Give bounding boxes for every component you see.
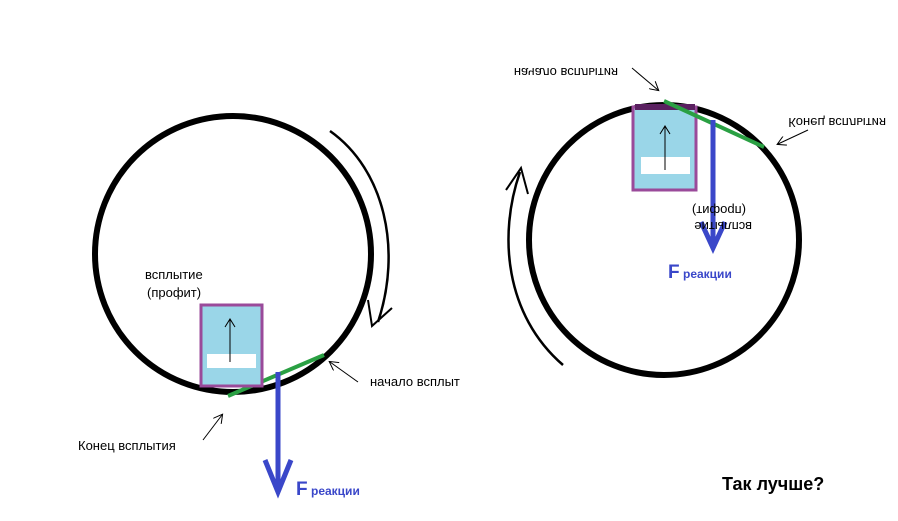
left-float-box-window	[207, 354, 256, 368]
right-label-end-mirrored: Конец всплытия	[788, 115, 886, 130]
right-box-up-arrowhead	[659, 125, 671, 135]
question-text: Так лучше?	[722, 474, 824, 494]
left-force-subscript: реакции	[311, 484, 360, 498]
right-rotation-arrowhead	[505, 165, 529, 195]
right-label-surfacing-2: (профит)	[692, 203, 746, 218]
right-label-start-mirrored: начало всплытия	[514, 65, 618, 80]
right-force-subscript: реакции	[683, 267, 732, 281]
right-force-arrowhead	[698, 220, 728, 254]
left-label-surfacing-2: (профит)	[147, 285, 201, 300]
right-rotation-arrow	[507, 171, 564, 366]
left-label-end: Конец всплытия	[78, 438, 176, 453]
left-end-pointer	[202, 415, 222, 441]
right-label-surfacing-1: всплытие	[694, 219, 752, 234]
right-float-box-topbar	[635, 104, 695, 110]
left-box-up-arrowhead	[224, 318, 236, 328]
left-float-box	[199, 303, 264, 388]
right-start-pointer	[631, 67, 658, 90]
left-label-start: начало всплыт	[370, 374, 460, 389]
right-force-symbol: F	[668, 262, 680, 283]
left-force-arrowhead	[262, 459, 294, 499]
left-start-pointer	[330, 362, 359, 383]
left-diagram: всплытие (профит) начало всплыт Конец вс…	[78, 113, 460, 500]
left-force-symbol: F	[296, 479, 308, 500]
left-rotation-arrow	[329, 129, 390, 323]
left-label-surfacing-1: всплытие	[145, 267, 203, 282]
left-rotation-arrowhead	[367, 299, 393, 328]
right-diagram: начало всплытия Конец всплытия всплытие …	[505, 65, 886, 378]
right-end-pointer	[778, 129, 809, 144]
